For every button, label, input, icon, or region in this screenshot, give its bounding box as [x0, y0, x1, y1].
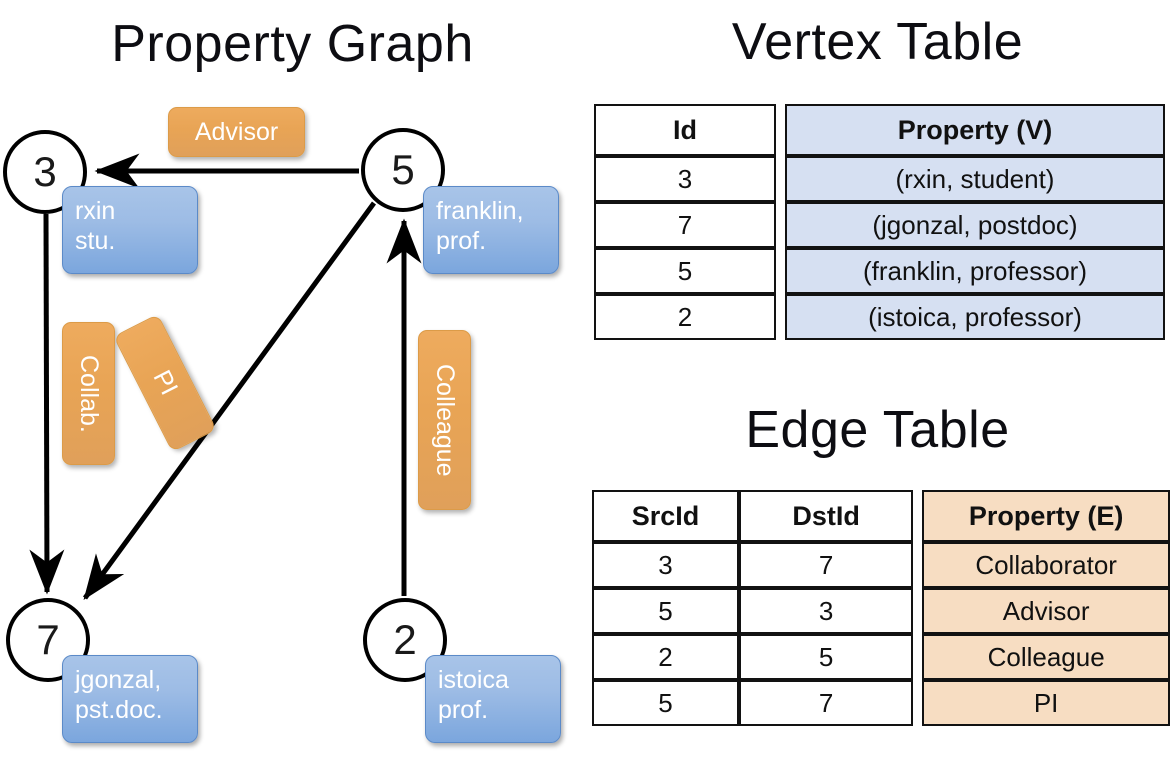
column-gap [913, 680, 922, 726]
edge-label-text: Advisor [194, 117, 279, 146]
node-property-line: jgonzal, [75, 666, 162, 694]
node-property-line: stu. [75, 226, 116, 255]
table-row[interactable]: 3 7 Collaborator [592, 542, 1170, 588]
table-row[interactable]: 3 (rxin, student) [594, 156, 1165, 202]
edge-cell-srcid: 5 [592, 588, 739, 634]
edge-cell-property: PI [922, 680, 1170, 726]
node-property-box-5: franklin, prof. [423, 186, 559, 274]
column-gap [776, 294, 785, 340]
table-row[interactable]: 5 7 PI [592, 680, 1170, 726]
graph-node-2-label: 2 [393, 616, 417, 663]
page-title-property-graph: Property Graph [111, 15, 474, 73]
column-gap [913, 542, 922, 588]
edge-cell-dstid: 5 [738, 634, 914, 680]
edge-cell-srcid: 3 [592, 542, 739, 588]
edge-cell-srcid: 2 [592, 634, 739, 680]
table-row[interactable]: 5 (franklin, professor) [594, 248, 1165, 294]
edge-cell-property: Advisor [922, 588, 1170, 634]
node-property-box-7: jgonzal, pst.doc. [62, 655, 198, 743]
node-property-line: rxin [75, 197, 116, 225]
edge-cell-dstid: 7 [738, 542, 914, 588]
column-gap [776, 156, 785, 202]
graph-edges-layer [29, 153, 422, 601]
node-property-line: prof. [438, 695, 489, 724]
graph-node-2[interactable]: 2 [363, 598, 447, 682]
table-header-row: Id Property (V) [594, 104, 1165, 156]
graph-node-5[interactable]: 5 [361, 128, 445, 212]
page-title-vertex-table: Vertex Table [731, 13, 1024, 71]
vertex-cell-property: (franklin, professor) [785, 248, 1165, 294]
edge-cell-dstid: 7 [738, 680, 914, 726]
column-gap [913, 490, 922, 542]
graph-node-3-label: 3 [33, 148, 57, 195]
vertex-cell-property: (jgonzal, postdoc) [785, 202, 1165, 248]
edge-label-text: PI [147, 365, 184, 400]
vertex-table-header-property: Property (V) [785, 104, 1165, 156]
vertex-table: Id Property (V) 3 (rxin, student) 7 (jgo… [594, 104, 1165, 340]
graph-node-5-label: 5 [391, 146, 415, 193]
node-property-line: istoica [438, 666, 509, 694]
vertex-cell-id: 3 [594, 156, 776, 202]
node-property-box-2: istoica prof. [425, 655, 561, 743]
column-gap [776, 202, 785, 248]
edge-label-collab: Collab. [62, 322, 115, 465]
node-property-box-3: rxin stu. [62, 186, 198, 274]
node-property-line: prof. [436, 226, 487, 255]
vertex-cell-id: 2 [594, 294, 776, 340]
graph-edge-5-to-7 [82, 201, 377, 601]
edge-table-header-property: Property (E) [922, 490, 1170, 542]
edge-cell-srcid: 5 [592, 680, 739, 726]
vertex-table-header-id: Id [594, 104, 776, 156]
edge-table-header-dstid: DstId [738, 490, 914, 542]
column-gap [913, 588, 922, 634]
node-property-line: franklin, [436, 197, 524, 225]
node-property-line: pst.doc. [75, 695, 163, 724]
page-title-edge-table: Edge Table [745, 401, 1010, 459]
table-row[interactable]: 5 3 Advisor [592, 588, 1170, 634]
edge-label-colleague: Colleague [418, 330, 471, 510]
table-row[interactable]: 2 5 Colleague [592, 634, 1170, 680]
property-graph-diagram: 3 5 7 2 rxin stu. franklin, prof. jgonza… [3, 107, 561, 743]
vertex-cell-id: 7 [594, 202, 776, 248]
edge-table: SrcId DstId Property (E) 3 7 Collaborato… [592, 490, 1170, 726]
table-row[interactable]: 2 (istoica, professor) [594, 294, 1165, 340]
column-gap [776, 248, 785, 294]
edge-label-text: Collab. [75, 354, 103, 433]
edge-cell-property: Colleague [922, 634, 1170, 680]
edge-label-advisor: Advisor [168, 107, 305, 157]
column-gap [913, 634, 922, 680]
edge-table-header-srcid: SrcId [592, 490, 739, 542]
table-row[interactable]: 7 (jgonzal, postdoc) [594, 202, 1165, 248]
graph-node-7-label: 7 [36, 616, 60, 663]
edge-cell-dstid: 3 [738, 588, 914, 634]
edge-cell-property: Collaborator [922, 542, 1170, 588]
table-header-row: SrcId DstId Property (E) [592, 490, 1170, 542]
vertex-cell-property: (rxin, student) [785, 156, 1165, 202]
column-gap [776, 104, 785, 156]
edge-label-text: Colleague [431, 363, 459, 477]
vertex-cell-property: (istoica, professor) [785, 294, 1165, 340]
vertex-cell-id: 5 [594, 248, 776, 294]
graph-edge-3-to-7 [29, 213, 65, 595]
